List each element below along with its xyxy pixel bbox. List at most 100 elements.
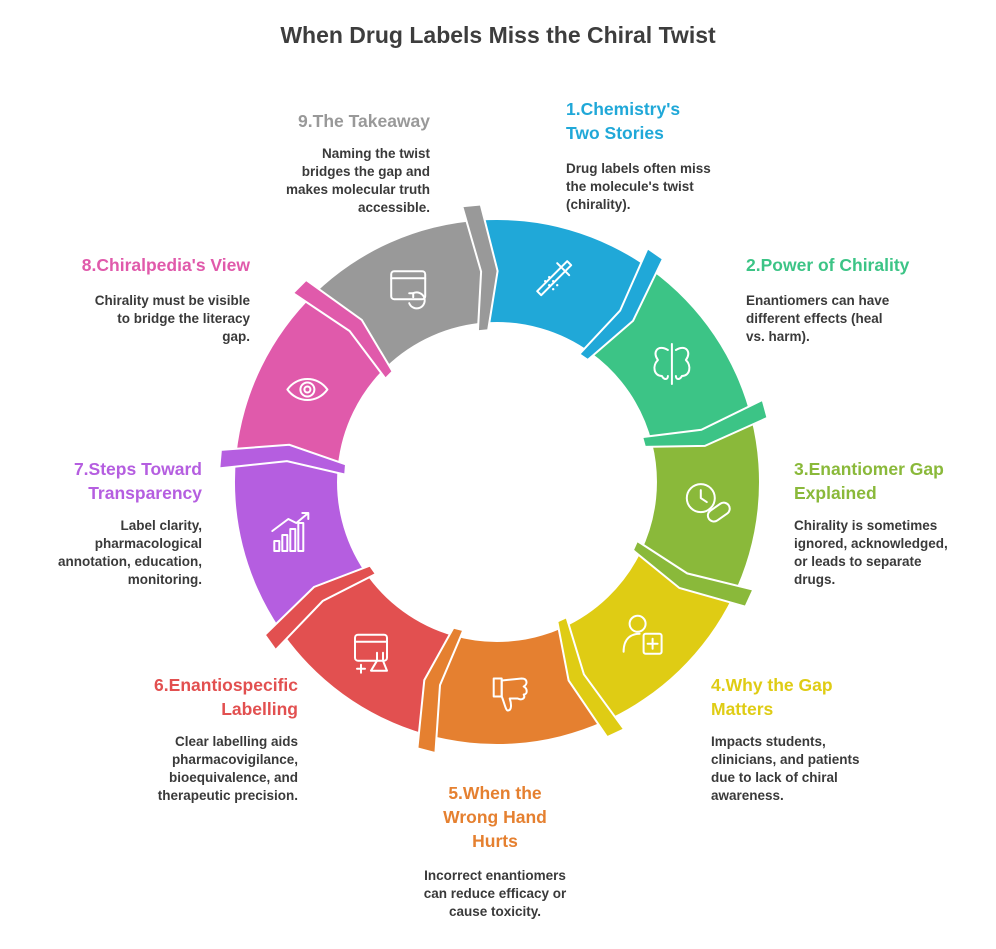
ring-segment-3: [640, 418, 760, 597]
step-description-line: makes molecular truth: [285, 182, 430, 197]
step-number: 1.: [566, 99, 581, 119]
step-description-line: can reduce efficacy or: [423, 886, 567, 901]
step-title-line: Transparency: [88, 483, 202, 503]
lab-window-icon: [354, 633, 388, 674]
mirror-molecule-icon: [653, 343, 691, 385]
ring-segment-5: [424, 628, 604, 745]
step-description-line: gap.: [222, 329, 250, 344]
step-description-line: (chirality).: [566, 197, 631, 212]
dropper-icon: [536, 260, 573, 297]
segment-divider-tab: [640, 398, 769, 448]
step-9-title: 9.The Takeaway: [230, 109, 430, 133]
step-title-line: The Takeaway: [312, 111, 430, 131]
step-description-line: Chirality must be visible: [94, 293, 250, 308]
segment-divider-tab: [218, 443, 348, 476]
step-number: 5.: [448, 783, 463, 803]
step-number: 4.: [711, 675, 726, 695]
step-number: 3.: [794, 459, 809, 479]
step-title-line: When the: [462, 783, 542, 803]
segment-divider-tab: [460, 203, 499, 333]
step-title-line: Enantiomer Gap: [808, 459, 944, 479]
step-8-description: Chirality must be visible to bridge the l…: [50, 292, 250, 346]
step-description-line: Label clarity,: [120, 518, 202, 533]
step-title-line: Hurts: [472, 831, 518, 851]
step-description-line: awareness.: [711, 788, 784, 803]
step-description-line: Enantiomers can have: [746, 293, 890, 308]
step-description-line: pharmacological: [94, 536, 202, 551]
step-description-line: therapeutic precision.: [157, 788, 298, 803]
step-description-line: accessible.: [357, 200, 430, 215]
step-8-title: 8.Chiralpedia's View: [50, 253, 250, 277]
ring-segment-4: [562, 552, 733, 722]
step-title-line: Wrong Hand: [443, 807, 547, 827]
step-description-line: due to lack of chiral: [711, 770, 838, 785]
step-3-description: Chirality is sometimes ignored, acknowled…: [794, 517, 948, 589]
step-2-title: 2.Power of Chirality: [746, 253, 909, 277]
step-description-line: Clear labelling aids: [174, 734, 298, 749]
step-description-line: cause toxicity.: [448, 904, 542, 919]
step-description-line: vs. harm).: [746, 329, 810, 344]
doctor-icon: [622, 614, 663, 655]
ring-segment-6: [279, 571, 453, 734]
segment-divider-tab: [631, 539, 755, 608]
step-5-description: Incorrect enantiomers can reduce efficacy…: [395, 867, 595, 921]
step-description-line: drugs.: [794, 572, 836, 587]
segment-divider-tab: [556, 615, 626, 739]
step-title-line: Chiralpedia's View: [96, 255, 250, 275]
step-description-line: monitoring.: [127, 572, 202, 587]
step-1-description: Drug labels often miss the molecule's twi…: [566, 160, 711, 214]
step-description-line: to bridge the literacy: [117, 311, 250, 326]
growth-chart-icon: [271, 512, 310, 552]
step-4-description: Impacts students, clinicians, and patient…: [711, 733, 860, 805]
pill-clock-icon: [685, 483, 731, 523]
step-title-line: Two Stories: [566, 123, 664, 143]
step-title-line: Power of Chirality: [760, 255, 910, 275]
step-description-line: Drug labels often miss: [566, 161, 711, 176]
step-description-line: bridges the gap and: [301, 164, 430, 179]
step-title-line: Enantiospecific: [168, 675, 298, 695]
step-2-description: Enantiomers can have different effects (h…: [746, 292, 889, 346]
page-title: When Drug Labels Miss the Chiral Twist: [280, 22, 716, 48]
step-description-line: annotation, education,: [58, 554, 202, 569]
segment-divider-tab: [291, 278, 394, 381]
segment-divider-tab: [416, 626, 465, 755]
step-title-line: Matters: [711, 699, 774, 719]
thumbs-down-icon: [492, 677, 528, 712]
step-6-description: Clear labelling aids pharmacovigilance, bi…: [98, 733, 298, 805]
step-number: 2.: [746, 255, 761, 275]
ring-segment-1: [478, 219, 651, 353]
step-title-line: Steps Toward: [88, 459, 202, 479]
step-9-description: Naming the twist bridges the gap and makes…: [230, 145, 430, 217]
step-title-line: Labelling: [221, 699, 298, 719]
step-description-line: Naming the twist: [321, 146, 430, 161]
step-description-line: bioequivalence, and: [168, 770, 298, 785]
step-description-line: ignored, acknowledged,: [794, 536, 948, 551]
step-description-line: or leads to separate: [794, 554, 922, 569]
step-description-line: the molecule's twist: [566, 179, 694, 194]
step-description-line: Chirality is sometimes: [794, 518, 938, 533]
step-number: 6.: [154, 675, 169, 695]
step-description-line: clinicians, and patients: [711, 752, 860, 767]
step-number: 9.: [298, 111, 313, 131]
step-description-line: Impacts students,: [711, 734, 826, 749]
step-description-line: different effects (heal: [746, 311, 883, 326]
step-description-line: pharmacovigilance,: [171, 752, 298, 767]
step-title-line: Chemistry's: [580, 99, 681, 119]
eye-icon: [286, 378, 329, 401]
step-title-line: Why the Gap: [725, 675, 833, 695]
refresh-window-icon: [390, 270, 427, 310]
step-7-description: Label clarity, pharmacological annotation,…: [2, 517, 202, 589]
step-description-line: Incorrect enantiomers: [424, 868, 566, 883]
segment-divider-tab: [577, 246, 665, 362]
step-number: 8.: [81, 255, 97, 275]
step-number: 7.: [73, 459, 89, 479]
segment-divider-tab: [263, 564, 378, 652]
step-title-line: Explained: [794, 483, 877, 503]
